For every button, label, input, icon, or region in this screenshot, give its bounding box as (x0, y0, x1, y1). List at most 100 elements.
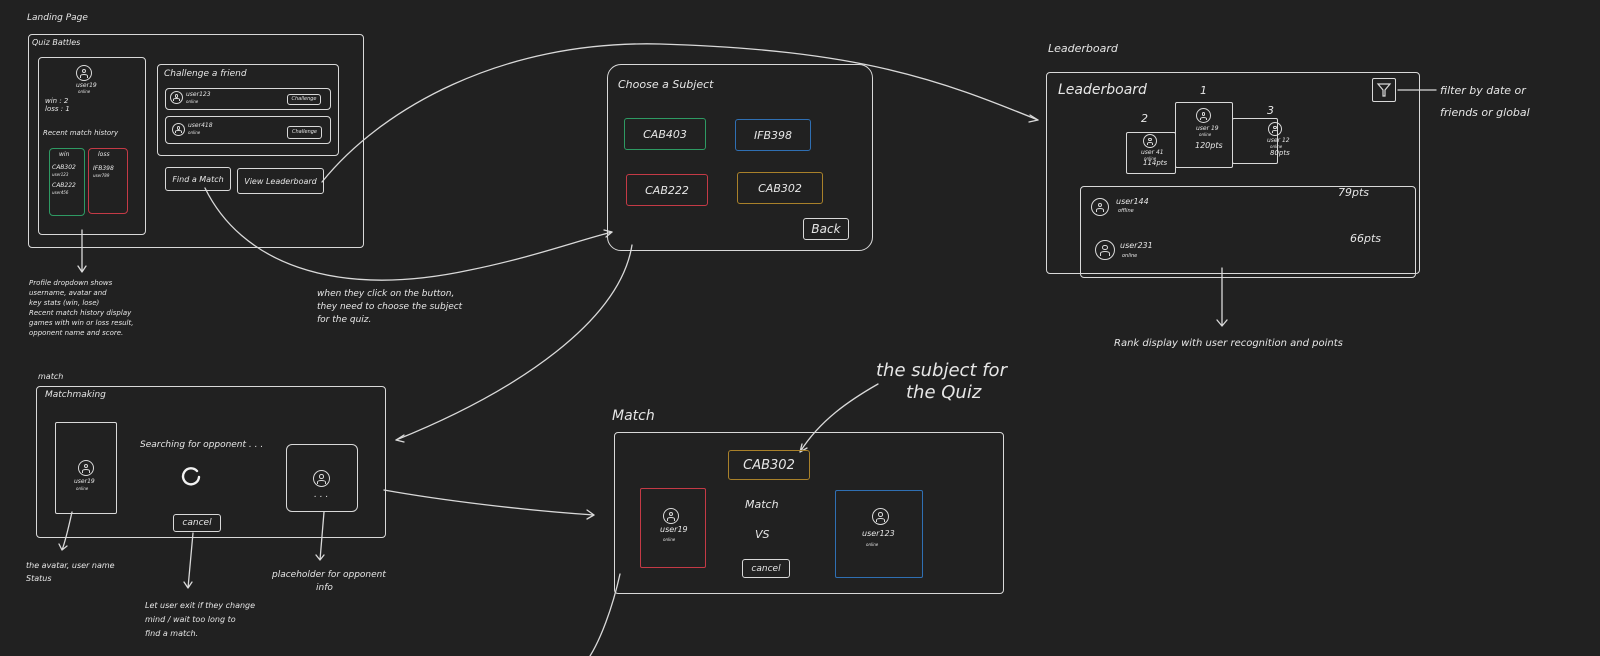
player2-avatar-icon (872, 508, 889, 525)
challenge-panel (157, 64, 339, 156)
subject-title: Choose a Subject (618, 78, 714, 91)
match-frame (614, 432, 1004, 594)
win-label: win (59, 151, 70, 158)
loss-item-code: IFB398 (93, 165, 114, 172)
podium-rank-3 (1232, 118, 1278, 164)
opponent-placeholder-card (286, 444, 358, 512)
match-center-label: Match (745, 498, 779, 511)
view-leaderboard-button[interactable]: View Leaderboard (237, 168, 324, 194)
subject-button-ifb398[interactable]: IFB398 (735, 119, 811, 151)
leaderboard-frame (1046, 72, 1420, 274)
landing-page-label: Landing Page (27, 13, 88, 23)
match-cancel-button[interactable]: cancel (742, 559, 790, 578)
podium-rank-label: 3 (1267, 104, 1274, 117)
rank-row-status: offline (1118, 208, 1134, 214)
win-item-detail: user456 (52, 190, 69, 195)
searching-label: Searching for opponent . . . (140, 440, 264, 450)
rank-row-status: online (1122, 253, 1138, 259)
matchmaking-page-label: match (38, 372, 64, 381)
vs-label: VS (755, 528, 770, 541)
arrow-matchmaking-to-match (383, 489, 595, 516)
player2-name: user123 (862, 529, 895, 538)
filter-button[interactable] (1372, 78, 1396, 102)
podium-status: online (1270, 144, 1283, 149)
player-status: online (76, 486, 89, 491)
friend-row (165, 88, 331, 110)
opponent-placeholder-dots: . . . (314, 490, 329, 500)
player2-status: online (866, 542, 879, 547)
subject-button-cab302[interactable]: CAB302 (737, 172, 823, 204)
player1-name: user19 (660, 525, 688, 534)
win-column (49, 148, 85, 216)
history-title: Recent match history (43, 129, 119, 137)
player1-avatar-icon (663, 508, 679, 524)
loss-label: loss (98, 151, 110, 158)
player1-card (640, 488, 706, 568)
leaderboard-note: Rank display with user recognition and p… (1114, 338, 1343, 349)
friend-row (165, 116, 331, 144)
profile-avatar-icon (76, 65, 92, 81)
subject-button-cab222[interactable]: CAB222 (626, 174, 708, 206)
podium-rank-label: 2 (1141, 112, 1148, 125)
profile-win: win : 2 (45, 97, 69, 105)
player1-status: online (663, 537, 676, 542)
podium-avatar-icon (1196, 108, 1211, 123)
podium-status: online (1144, 156, 1157, 161)
podium-points: 120pts (1195, 141, 1223, 150)
rank-list (1080, 186, 1416, 278)
match-subject-badge: CAB302 (728, 450, 810, 480)
leaderboard-title: Leaderboard (1058, 82, 1147, 98)
player-card (55, 422, 117, 514)
arrow-leaderboard (321, 43, 1039, 183)
podium-points: 80pts (1270, 149, 1290, 157)
friend-avatar-icon (172, 123, 185, 136)
friend-name: user123 (186, 91, 211, 98)
matchmaking-cancel-button[interactable]: cancel (173, 514, 221, 532)
player-username: user19 (74, 478, 95, 485)
rank-row-avatar-icon (1091, 198, 1109, 216)
back-button[interactable]: Back (803, 218, 849, 240)
challenge-button[interactable]: Challenge (287, 126, 322, 139)
loss-column (88, 148, 128, 214)
profile-username: user19 (76, 82, 97, 89)
podium-user: user 41 (1141, 149, 1164, 156)
matchmaking-frame (36, 386, 386, 538)
podium-user: user 19 (1196, 125, 1219, 132)
landing-frame (28, 34, 364, 248)
win-item-code: CAB222 (52, 182, 76, 189)
profile-status: online (78, 89, 91, 94)
find-match-button[interactable]: Find a Match (165, 167, 231, 191)
friend-status: online (188, 130, 201, 135)
podium-points: 114pts (1143, 159, 1168, 167)
friend-name: user418 (188, 122, 213, 129)
challenge-title: Challenge a friend (164, 69, 247, 79)
matchmaking-title: Matchmaking (45, 390, 106, 400)
opponent-avatar-icon (313, 470, 330, 487)
podium-user: user 12 (1267, 137, 1290, 144)
player2-card (835, 490, 923, 578)
leaderboard-page-label: Leaderboard (1048, 42, 1118, 55)
arrow-find-to-subject (204, 187, 613, 281)
rank-row-user: user231 (1120, 241, 1153, 250)
player-avatar-icon (78, 460, 94, 476)
rank-row-points: 79pts (1338, 186, 1370, 199)
challenge-button[interactable]: Challenge (287, 94, 321, 105)
subject-button-cab403[interactable]: CAB403 (624, 118, 706, 150)
win-item-detail: user123 (52, 172, 69, 177)
friend-status: online (186, 99, 199, 104)
loss-item-detail: user789 (93, 173, 110, 178)
friend-avatar-icon (170, 91, 183, 104)
podium-avatar-icon (1268, 122, 1282, 136)
profile-loss: loss : 1 (45, 105, 70, 113)
rank-row-user: user144 (1116, 197, 1149, 206)
quiz-battles-title: Quiz Battles (32, 38, 81, 47)
loading-spinner-icon (181, 467, 201, 486)
subject-frame (607, 64, 873, 251)
podium-rank-label: 1 (1200, 84, 1207, 97)
profile-panel (38, 57, 146, 235)
